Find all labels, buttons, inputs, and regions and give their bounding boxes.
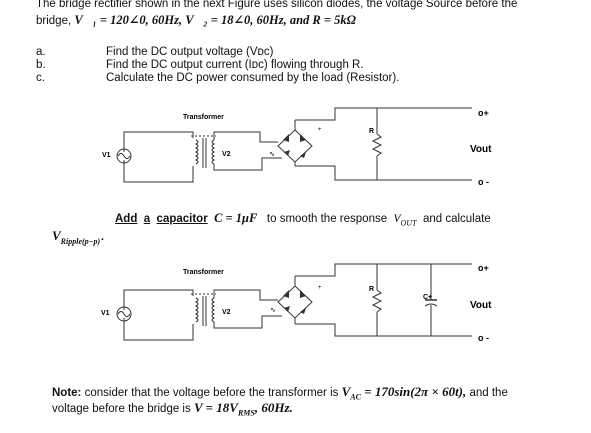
circuit2-primary-wires (123, 289, 194, 341)
circuit2-bridge-sine: ∿ (270, 307, 276, 314)
circuit2-cap-label: C+ (423, 294, 432, 301)
circuit1-secondary-bottom (213, 157, 282, 171)
cap-add-word: Add (115, 213, 138, 225)
circuit2-resistor-label: R (369, 286, 374, 293)
circuit1-transformer (191, 135, 216, 168)
note-label: Note: (52, 387, 82, 399)
circuit2-secondary-label: V2 (222, 309, 231, 316)
circuit1-secondary-top (213, 131, 278, 143)
circuit1-top-rail (295, 107, 472, 121)
circuit2-top-rail (295, 263, 472, 277)
cap-capacitor-word: capacitor (156, 213, 208, 225)
circuit1-resistor-label: R (369, 128, 374, 135)
circuit2-ac-source (116, 306, 132, 322)
circuit2-resistor (371, 264, 383, 336)
circuit1-minus-terminal: o - (478, 177, 489, 187)
circuit1-bottom-rail (295, 165, 472, 181)
circuit1-primary-wires (123, 131, 194, 183)
note-line-1: Note: consider that the voltage before t… (52, 384, 508, 402)
note-line-2-text: voltage before the bridge is (52, 403, 191, 415)
circuit2-secondary-top (213, 289, 278, 301)
ripple-label: VRipple(p−p). (52, 227, 105, 247)
circuit2-output-label: Vout (470, 300, 492, 311)
circuit1-secondary-label: V2 (222, 151, 231, 158)
circuit1-resistor (371, 108, 383, 180)
cap-value: C = 1μF (214, 211, 258, 225)
circuit2-transformer-label: Transformer (183, 269, 224, 276)
note-line-2: voltage before the bridge is V = 18VRMS,… (52, 400, 293, 418)
task-b-text: Find the DC output current (Iᴅᴄ) flowing… (106, 59, 364, 71)
circuit2-minus-terminal: o - (478, 333, 489, 343)
circuit1-plus-terminal: o+ (478, 108, 489, 118)
circuit1-source-label: V1 (102, 152, 111, 159)
circuit2-bridge (277, 276, 313, 324)
circuit-diagram-2: Transformer V1 V2 R C+ o+ o - Vout + ∿ (101, 263, 492, 343)
cap-vout: VOUT (393, 213, 417, 228)
circuit2-transformer (191, 293, 216, 326)
circuit2-bridge-plus: + (318, 285, 322, 291)
capacitor-instruction: Add a capacitor C = 1μF to smooth the re… (115, 211, 491, 227)
cap-end-text: and calculate (422, 213, 491, 225)
problem-line-2-prefix: bridge, (36, 15, 72, 27)
note-v-rms: V = 18VRMS, 60Hz. (193, 400, 293, 418)
circuit1-transformer-label: Transformer (183, 114, 224, 121)
circuit1-bridge-sine: ∿ (269, 151, 275, 158)
task-a-text: Find the DC output voltage (Vᴅᴄ) (106, 46, 274, 58)
circuit1-ac-source (116, 148, 132, 164)
circuit1-bridge-plus: + (318, 127, 322, 133)
circuit2-source-label: V1 (101, 310, 110, 317)
problem-line-2: bridge, V⃗₁ = 120∠0, 60Hz, V⃗₂ = 18∠0, 6… (36, 13, 356, 28)
task-c-letter: c. (36, 72, 45, 84)
cap-a-word: a (143, 213, 151, 225)
note-text-1: consider that the voltage before the tra… (84, 387, 339, 399)
circuit1-bridge (277, 120, 313, 166)
problem-line-1: The bridge rectifier shown in the next F… (36, 0, 518, 10)
task-c-text: Calculate the DC power consumed by the l… (106, 72, 400, 84)
note-text-2: and the (469, 387, 508, 399)
circuit2-plus-terminal: o+ (478, 263, 489, 273)
circuit2-capacitor (424, 264, 438, 336)
note-vac: VAC = 170sin(2π × 60t), (341, 384, 467, 402)
circuit1-output-label: Vout (470, 144, 492, 155)
task-b-letter: b. (36, 59, 46, 71)
circuit2-secondary-bottom (213, 315, 282, 329)
circuit2-bottom-rail (295, 323, 472, 337)
problem-given-values: V⃗₁ = 120∠0, 60Hz, V⃗₂ = 18∠0, 60Hz, and… (74, 13, 356, 27)
cap-rest-text: to smooth the response (266, 213, 388, 225)
task-a-letter: a. (36, 46, 46, 58)
